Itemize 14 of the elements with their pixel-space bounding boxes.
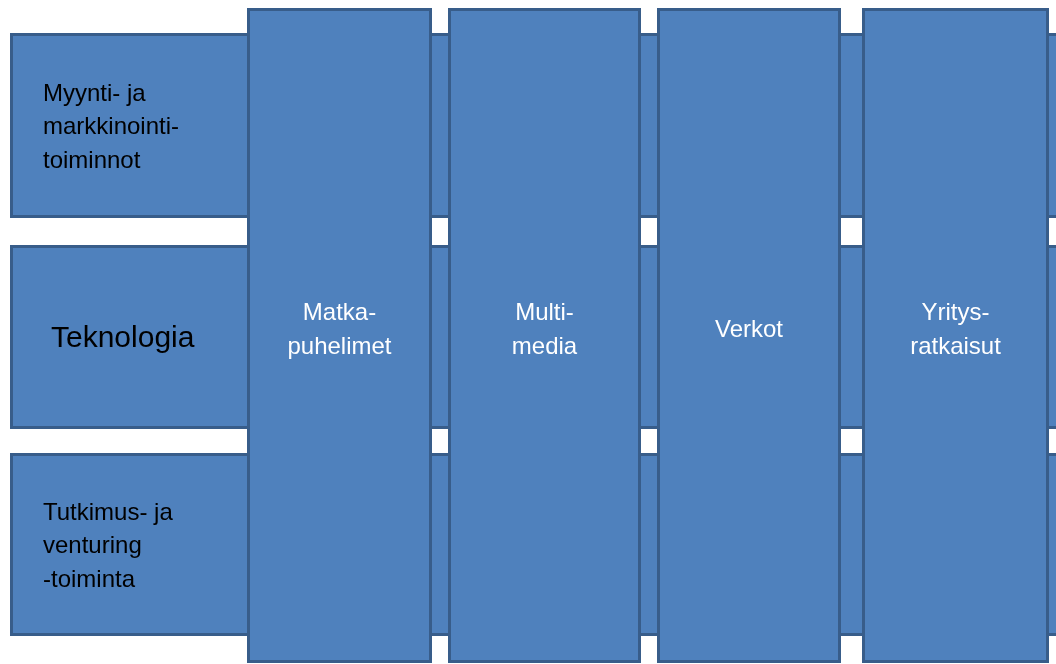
horizontal-band <box>10 453 247 636</box>
vertical-column <box>247 8 432 663</box>
column-label: Verkot <box>715 314 783 345</box>
column-label: Yritys- ratkaisut <box>910 297 1001 361</box>
band-label: Teknologia <box>51 319 195 355</box>
horizontal-band <box>10 245 247 429</box>
vertical-column <box>448 8 641 663</box>
vertical-column <box>862 8 1049 663</box>
column-label: Matka- puhelimet <box>287 297 392 361</box>
band-label: Tutkimus- ja venturing -toiminta <box>43 496 173 594</box>
horizontal-band <box>10 33 247 218</box>
band-label: Myynti- ja markkinointi- toiminnot <box>43 77 180 175</box>
column-label: Multi- media <box>511 297 578 361</box>
vertical-column <box>657 8 841 663</box>
